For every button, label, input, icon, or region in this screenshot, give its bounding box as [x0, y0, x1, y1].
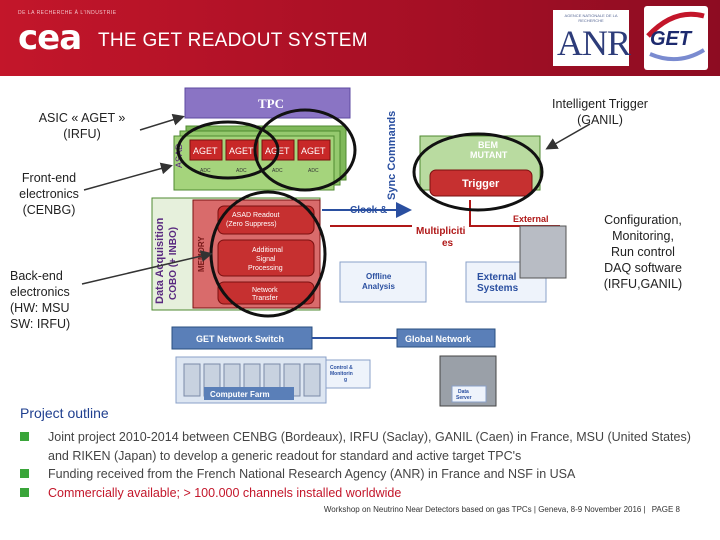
daq-label: Data Acquisition	[154, 217, 166, 304]
offline-l1: Offline	[366, 272, 392, 281]
control-l2: Monitorin	[330, 371, 353, 377]
external-label: External	[513, 214, 549, 224]
arrow-frontend	[83, 162, 173, 191]
control-monitoring-label: Control & Monitorin g	[330, 365, 354, 383]
header-bar: DE LA RECHERCHE À L'INDUSTRIE cea THE GE…	[0, 0, 720, 76]
global-network: Global Network	[405, 334, 472, 344]
asad-readout-l2: (Zero Suppress)	[226, 221, 277, 228]
bullet-item: Commercially available; > 100.000 channe…	[20, 484, 710, 503]
computer-farm: Computer Farm	[175, 356, 327, 404]
aget-2: AGET	[229, 146, 254, 156]
outline-bullets: Joint project 2010-2014 between CENBG (B…	[20, 428, 710, 502]
external-systems-l2: Systems	[477, 283, 519, 294]
data-server: Data Server	[439, 355, 497, 407]
computer-farm-label: Computer Farm	[210, 390, 270, 399]
bullet-square-icon	[20, 432, 29, 441]
signal-processing: Additional Signal Processing	[248, 247, 285, 272]
cobo-label: COBO (+ INBO)	[168, 227, 179, 300]
offline-analysis: Offline Analysis	[362, 272, 395, 291]
label-config: Configuration, Monitoring, Run control D…	[603, 213, 683, 291]
data-server-l2: Server	[456, 395, 472, 401]
control-l3: g	[344, 377, 347, 383]
aget-1: AGET	[193, 146, 218, 156]
bem-label: BEM MUTANT	[470, 140, 508, 160]
get-logo-text: GET	[650, 28, 692, 50]
page-number: PAGE 8	[651, 505, 680, 514]
adc-1: ADC	[200, 168, 211, 174]
arrow-trigger	[545, 123, 591, 150]
network-transfer: Network Transfer	[252, 287, 280, 302]
network-transfer-l1: Network	[252, 287, 278, 294]
network-switch: GET Network Switch Global Network	[171, 326, 496, 350]
external-systems-l1: External	[477, 272, 517, 283]
multiplicities-l1: Multipliciti	[416, 226, 466, 237]
multiplicities-label: Multipliciti es	[416, 226, 468, 249]
arrow-asic	[139, 113, 185, 131]
get-logo-swoosh	[646, 11, 706, 62]
asad-readout-l1: ASAD Readout	[232, 212, 280, 219]
cea-tagline: DE LA RECHERCHE À L'INDUSTRIE	[18, 10, 117, 16]
external-systems: External Systems	[477, 272, 519, 294]
footer-text: Workshop on Neutrino Near Detectors base…	[323, 505, 646, 514]
analysis-area: Offline Analysis External Systems	[339, 225, 567, 303]
tpc-label: TPC	[258, 96, 284, 111]
anr-tagline: AGENCE NATIONALE DE LA RECHERCHE	[564, 13, 618, 23]
signal-processing-l3: Processing	[248, 265, 283, 272]
bullet-item: Joint project 2010-2014 between CENBG (B…	[20, 428, 710, 465]
cobo-block: Data Acquisition COBO (+ INBO) MEMORY AS…	[151, 197, 321, 311]
get-network-switch: GET Network Switch	[196, 334, 284, 344]
trigger-box-label: Trigger	[462, 178, 500, 190]
ellipse-aget	[176, 120, 280, 180]
bem-l1: BEM	[478, 140, 498, 150]
bem-l2: MUTANT	[470, 150, 508, 160]
label-trigger: Intelligent Trigger (GANIL)	[552, 97, 648, 127]
bullet-square-icon	[20, 469, 29, 478]
anr-logo: AGENCE NATIONALE DE LA RECHERCHE ANR	[553, 10, 631, 66]
control-l1: Control &	[330, 365, 353, 371]
asad-readout: ASAD Readout (Zero Suppress)	[226, 212, 281, 228]
bullet-square-icon	[20, 487, 29, 497]
sync-commands: Sync Commands	[386, 111, 398, 200]
multiplicities-l2: es	[442, 238, 454, 249]
bullet-item: Funding received from the French Nationa…	[20, 465, 710, 484]
offline-l2: Analysis	[362, 282, 395, 291]
network-transfer-l2: Transfer	[252, 295, 278, 302]
page-title: THE GET READOUT SYSTEM	[98, 30, 368, 51]
ellipse-frontend	[253, 108, 357, 192]
data-server-l1: Data	[458, 389, 469, 395]
signal-processing-l1: Additional	[252, 247, 283, 254]
footer: Workshop on Neutrino Near Detectors base…	[324, 505, 680, 514]
signal-processing-l2: Signal	[256, 256, 276, 263]
data-server-label: Data Server	[456, 389, 472, 401]
label-asic: ASIC « AGET » (IRFU)	[38, 111, 126, 141]
bullet-text: Funding received from the French Nationa…	[48, 467, 576, 481]
label-backend: Back-end electronics (HW: MSU SW: IRFU)	[10, 269, 71, 331]
get-system-diagram: TPC ASAD AGET AGET AGET AGET ADC ADC ADC…	[81, 87, 591, 407]
bullet-text: Commercially available; > 100.000 channe…	[48, 485, 402, 500]
aget-4: AGET	[301, 146, 326, 156]
adc-2: ADC	[236, 168, 247, 174]
anr-logo-text: ANR	[557, 23, 631, 63]
outline-title: Project outline	[20, 405, 109, 421]
get-logo: GET	[644, 6, 708, 70]
cea-logo: cea	[18, 18, 82, 58]
arrow-backend	[81, 250, 213, 285]
adc-3: ADC	[272, 168, 283, 174]
adc-4: ADC	[308, 168, 319, 174]
bullet-text: Joint project 2010-2014 between CENBG (B…	[48, 430, 691, 463]
memory-label: MEMORY	[197, 236, 206, 272]
control-monitoring: Control & Monitorin g	[325, 359, 371, 389]
ellipse-trigger	[412, 132, 544, 212]
label-frontend: Front-end electronics (CENBG)	[19, 171, 79, 217]
